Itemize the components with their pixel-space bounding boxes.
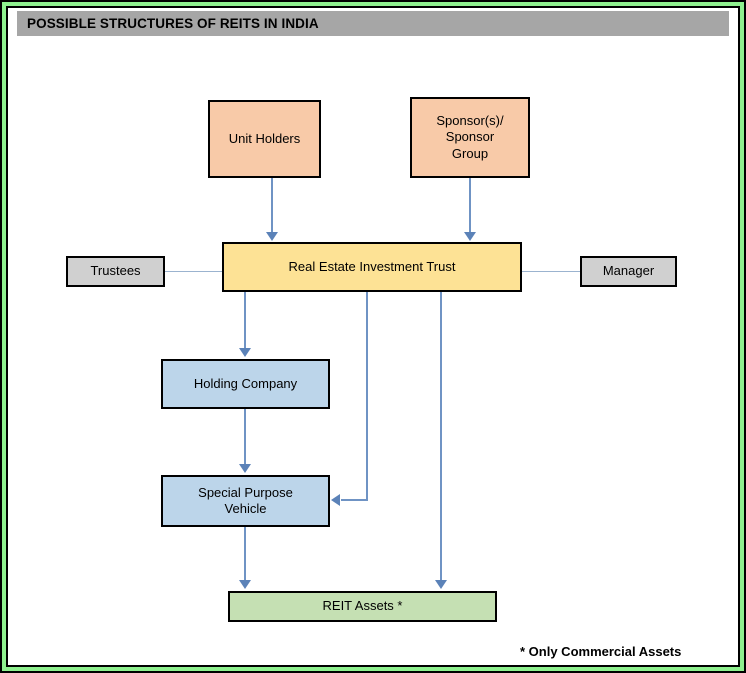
arrowhead-reit-to-holding-company	[239, 348, 251, 357]
node-sponsor-line2: Sponsor	[445, 129, 495, 145]
node-holding-company: Holding Company	[161, 359, 330, 409]
connector-holding-company-to-spv	[244, 409, 246, 465]
node-reit-label: Real Estate Investment Trust	[288, 258, 456, 274]
node-sponsor-line1: Sponsor(s)/	[436, 113, 504, 129]
connector-spv-to-reit-assets	[244, 527, 246, 582]
arrowhead-reit-to-spv	[331, 494, 340, 506]
arrowhead-holding-company-to-spv	[239, 464, 251, 473]
connector-reit-to-holding-company	[244, 292, 246, 349]
node-unit-holders: Unit Holders	[208, 100, 321, 178]
arrowhead-sponsor-to-reit	[464, 232, 476, 241]
arrowhead-unit-holders-to-reit	[266, 232, 278, 241]
node-special-purpose-vehicle: Special Purpose Vehicle	[161, 475, 330, 527]
arrowhead-spv-to-reit-assets	[239, 580, 251, 589]
node-spv-line2: Vehicle	[224, 501, 267, 516]
title-bar: POSSIBLE STRUCTURES OF REITS IN INDIA	[17, 11, 729, 36]
node-unit-holders-label: Unit Holders	[228, 130, 301, 146]
connector-unit-holders-to-reit	[271, 178, 273, 233]
node-spv-label: Special Purpose Vehicle	[198, 485, 293, 518]
node-sponsor-label: Sponsor(s)/ Sponsor Group	[436, 113, 503, 162]
node-sponsor: Sponsor(s)/ Sponsor Group	[410, 97, 530, 178]
connector-reit-to-manager	[522, 271, 580, 272]
node-trustees-label: Trustees	[90, 263, 141, 279]
node-reit-assets-label: REIT Assets *	[322, 598, 403, 614]
node-reit-assets: REIT Assets *	[228, 591, 497, 622]
node-sponsor-line3: Group	[451, 145, 489, 161]
node-real-estate-investment-trust: Real Estate Investment Trust	[222, 242, 522, 292]
connector-reit-to-spv-vertical	[366, 292, 368, 500]
footnote-commercial-assets: * Only Commercial Assets	[520, 644, 682, 659]
arrowhead-reit-to-reit-assets	[435, 580, 447, 589]
connector-sponsor-to-reit	[469, 178, 471, 233]
page-title: POSSIBLE STRUCTURES OF REITS IN INDIA	[27, 16, 319, 31]
node-manager: Manager	[580, 256, 677, 287]
connector-reit-to-spv-horizontal	[341, 499, 368, 501]
node-manager-label: Manager	[602, 263, 655, 279]
connector-reit-to-reit-assets	[440, 292, 442, 582]
node-holding-company-label: Holding Company	[193, 375, 298, 391]
node-spv-line1: Special Purpose	[198, 484, 293, 500]
frame-inner-border	[6, 6, 740, 667]
node-trustees: Trustees	[66, 256, 165, 287]
connector-trustees-to-reit	[165, 271, 222, 272]
